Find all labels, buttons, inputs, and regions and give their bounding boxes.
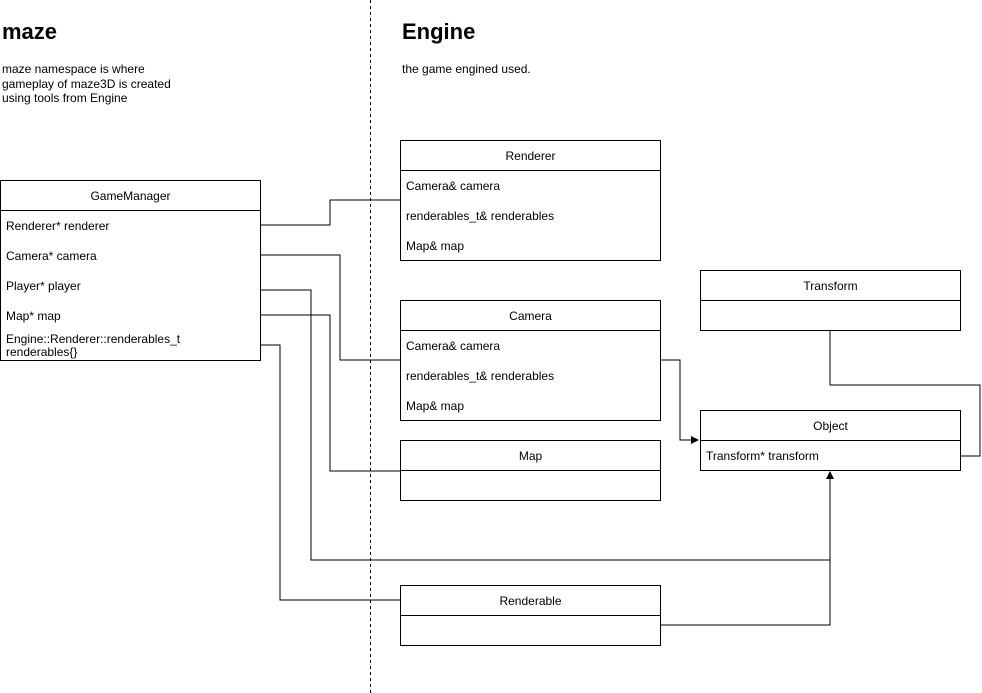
connector-camera-object xyxy=(660,359,699,444)
engine-description: the game engined used. xyxy=(402,62,531,77)
object-fields: Transform* transform xyxy=(701,441,960,471)
connector-renderables xyxy=(260,344,400,601)
field-map: Map& map xyxy=(406,399,465,413)
engine-title: Engine xyxy=(402,19,476,44)
maze-description-line: using tools from Engine xyxy=(2,91,128,105)
camera-class-title: Camera xyxy=(401,301,660,331)
field-renderables-type: Engine::Renderer::renderables_t xyxy=(6,332,181,346)
renderer-class-title: Renderer xyxy=(401,141,660,171)
field-map: Map& map xyxy=(406,239,465,253)
field-map: Map* map xyxy=(6,309,61,323)
field-renderables: renderables_t& renderables xyxy=(406,209,555,223)
field-player: Player* player xyxy=(6,279,81,293)
connector-player-object xyxy=(260,289,830,561)
camera-fields: Camera& camera renderables_t& renderable… xyxy=(401,331,660,421)
game-manager-class-title: GameManager xyxy=(1,181,260,211)
game-manager-class[interactable]: GameManager Renderer* renderer Camera* c… xyxy=(0,180,261,361)
connector-map xyxy=(260,314,400,472)
connector-renderable-object xyxy=(660,471,834,626)
field-transform: Transform* transform xyxy=(706,449,819,463)
connector-transform-object xyxy=(829,330,981,457)
field-renderables: Engine::Renderer::renderables_t renderab… xyxy=(1,331,260,359)
field-renderer: Renderer* renderer xyxy=(6,219,110,233)
renderable-class[interactable]: Renderable xyxy=(400,585,661,646)
map-class-title: Map xyxy=(401,441,660,471)
game-manager-fields: Renderer* renderer Camera* camera Player… xyxy=(1,211,260,359)
connector-renderer xyxy=(260,199,400,226)
field-camera: Camera& camera xyxy=(406,179,501,193)
field-camera: Camera& camera xyxy=(406,339,501,353)
maze-title: maze xyxy=(2,19,58,44)
maze-description-line: gameplay of maze3D is created xyxy=(2,76,171,91)
maze-description: maze namespace is where gameplay of maze… xyxy=(2,62,171,106)
camera-class[interactable]: Camera Camera& camera renderables_t& ren… xyxy=(400,300,661,421)
connector-camera xyxy=(260,254,400,361)
map-class[interactable]: Map xyxy=(400,440,661,501)
field-camera: Camera* camera xyxy=(6,249,97,263)
object-class[interactable]: Object Transform* transform xyxy=(700,410,961,471)
renderer-fields: Camera& camera renderables_t& renderable… xyxy=(401,171,660,261)
transform-class-title: Transform xyxy=(701,271,960,301)
field-renderables: renderables_t& renderables xyxy=(406,369,555,383)
transform-class[interactable]: Transform xyxy=(700,270,961,331)
engine-description-line: the game engined used. xyxy=(402,62,531,76)
field-renderables-name: renderables{} xyxy=(6,345,78,359)
object-class-title: Object xyxy=(701,411,960,441)
renderer-class[interactable]: Renderer Camera& camera renderables_t& r… xyxy=(400,140,661,261)
renderable-class-title: Renderable xyxy=(401,586,660,616)
maze-description-line: maze namespace is where xyxy=(2,62,145,76)
